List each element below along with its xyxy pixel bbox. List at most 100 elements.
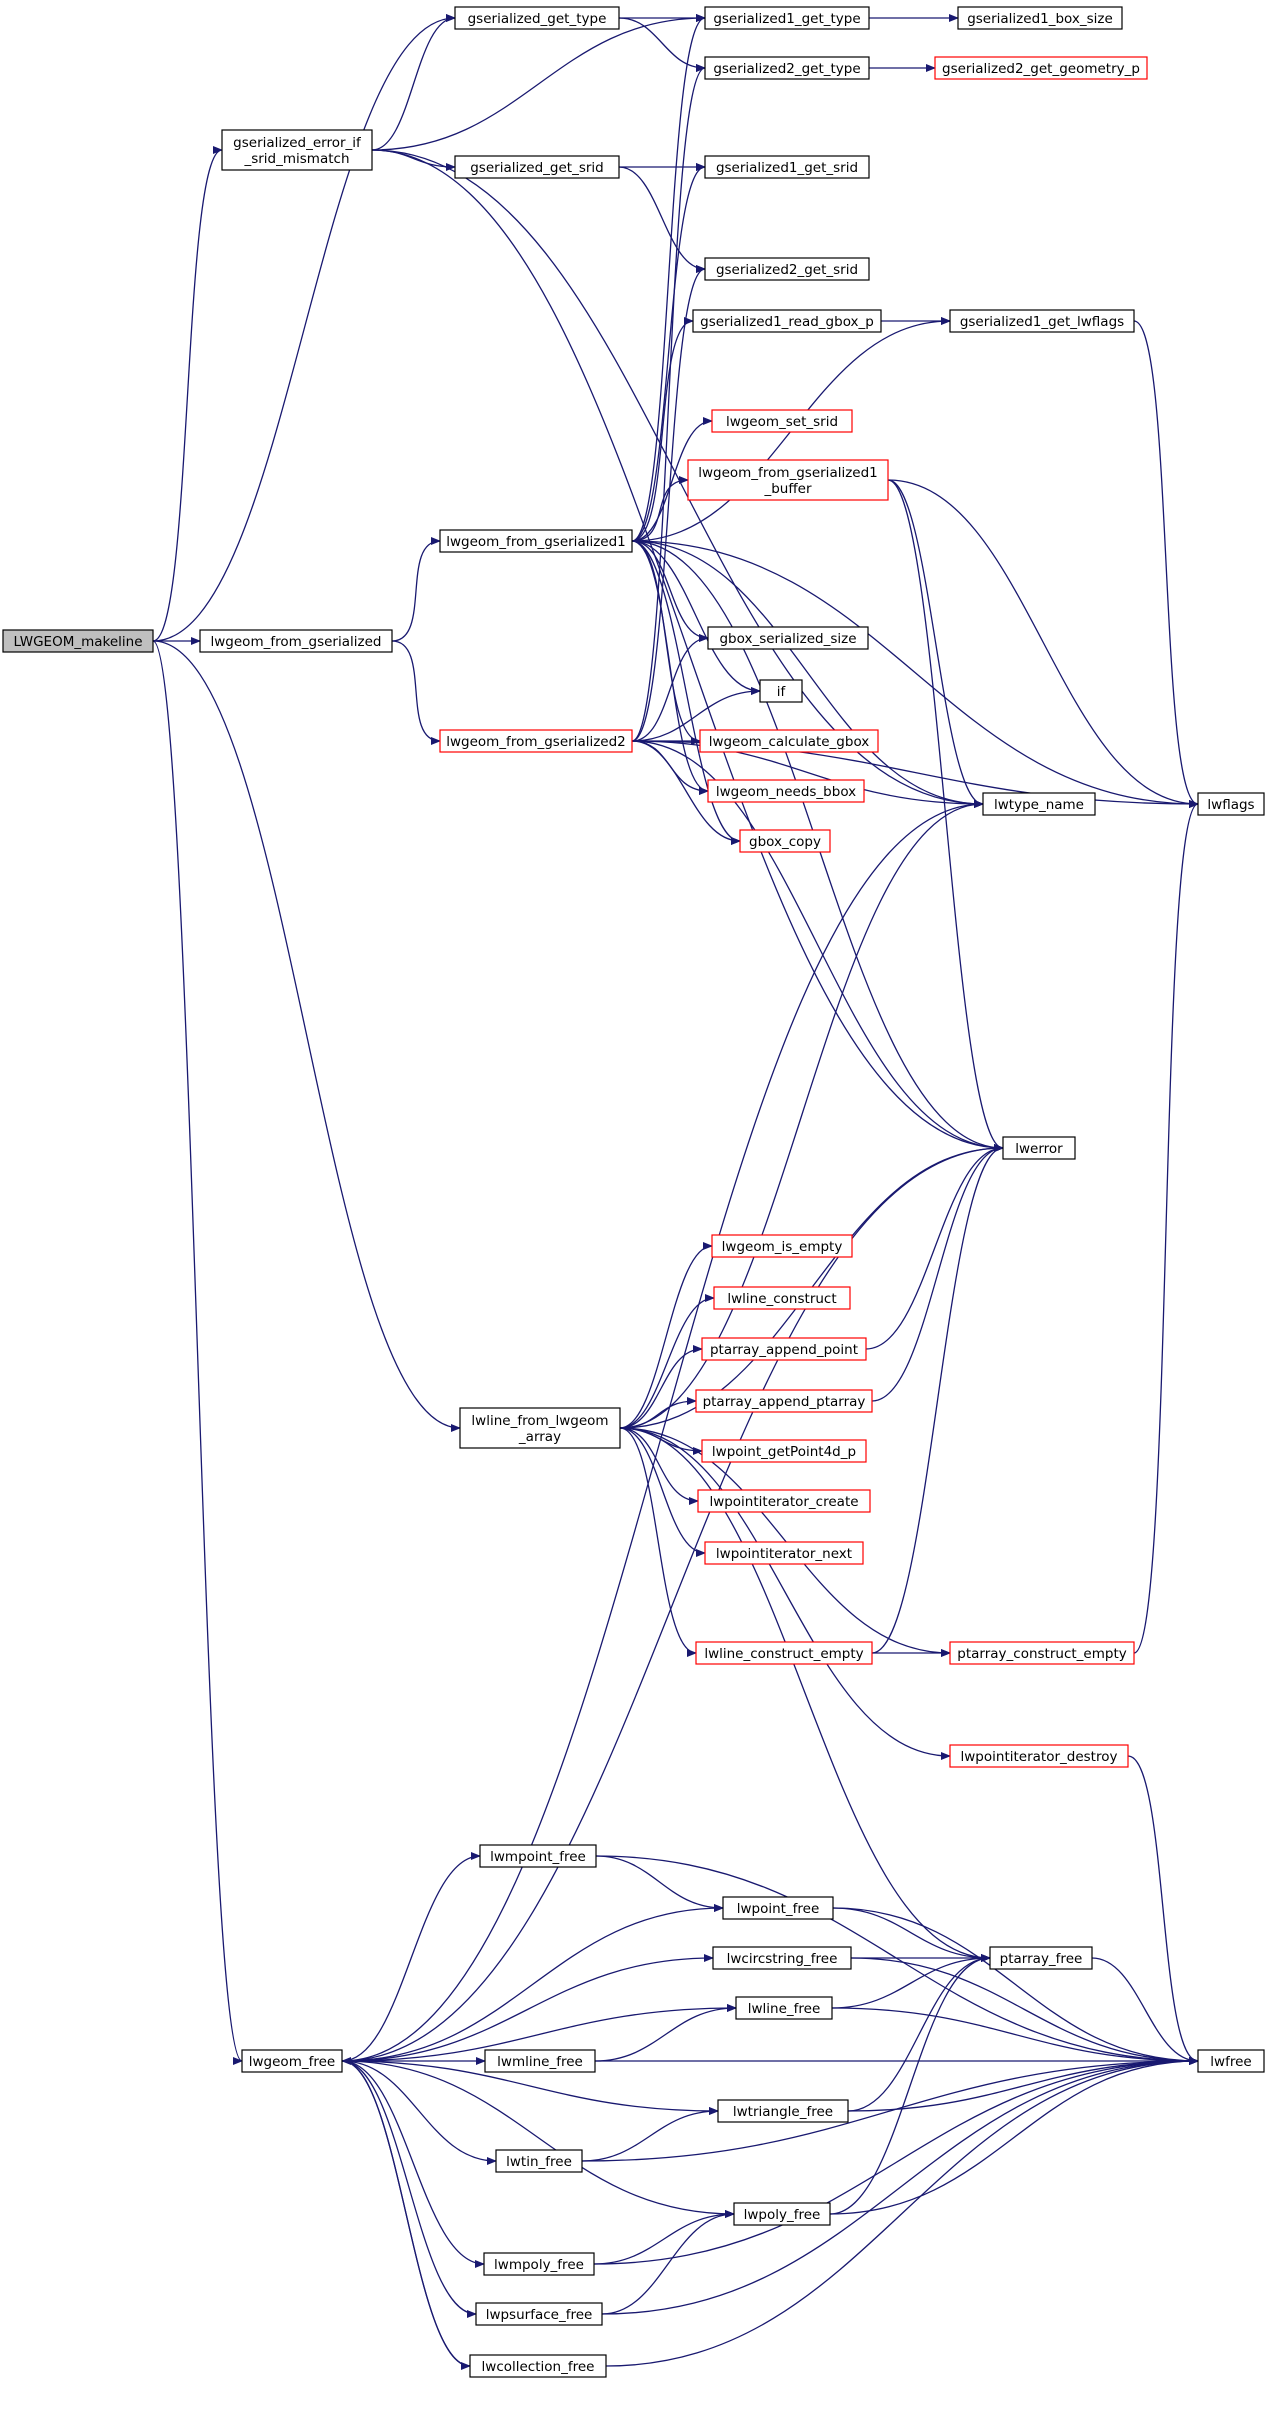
- node-lwpsurface-free[interactable]: lwpsurface_free: [475, 2302, 603, 2326]
- node-gserialized2-get-type[interactable]: gserialized2_get_type: [704, 56, 870, 80]
- node-label: lwpoint_getPoint4d_p: [712, 1444, 856, 1460]
- node-label: lwline_free: [748, 2001, 821, 2017]
- node-lwpoint-getpoint4d-p[interactable]: lwpoint_getPoint4d_p: [701, 1439, 867, 1463]
- node-lwtriangle-free[interactable]: lwtriangle_free: [717, 2099, 849, 2123]
- node-lwmpoint-free[interactable]: lwmpoint_free: [479, 1844, 597, 1868]
- edge-lwgeom-from-gserialized1-to-lwgeom-from-gserialized1-buffer: [631, 476, 689, 542]
- node-lwerror[interactable]: lwerror: [1002, 1136, 1076, 1160]
- node-lwmpoly-free[interactable]: lwmpoly_free: [483, 2252, 595, 2276]
- node-lwline-construct-empty[interactable]: lwline_construct_empty: [695, 1641, 873, 1665]
- node-label: lwgeom_needs_bbox: [716, 784, 856, 800]
- edge-lwgeom-from-gserialized1-buffer-to-lwerror: [887, 479, 1004, 1152]
- node-gserialized-error-if-srid-mismatch[interactable]: gserialized_error_if_srid_mismatch: [221, 129, 373, 171]
- node-gserialized-get-srid[interactable]: gserialized_get_srid: [454, 155, 620, 179]
- node-label: lwline_construct_empty: [704, 1646, 863, 1662]
- node-lwgeom-is-empty[interactable]: lwgeom_is_empty: [711, 1234, 853, 1258]
- node-lwcollection-free[interactable]: lwcollection_free: [469, 2354, 607, 2378]
- edge-lwline-from-lwgeom-array-to-ptarray-append-ptarray: [619, 1397, 697, 1429]
- node-label: lwgeom_set_srid: [726, 414, 838, 430]
- node-gbox-copy[interactable]: gbox_copy: [739, 829, 831, 853]
- edge-lwgeom-from-gserialized1-to-gbox-copy: [631, 540, 741, 845]
- node-gserialized-get-type[interactable]: gserialized_get_type: [454, 6, 620, 30]
- edge-lwcircstring-free-to-lwfree: [850, 1957, 1199, 2065]
- edge-ptarray-free-to-lwfree: [1091, 1957, 1199, 2065]
- node-lwgeom-from-gserialized1[interactable]: lwgeom_from_gserialized1: [439, 529, 633, 553]
- edge-ptarray-construct-empty-to-lwflags: [1133, 800, 1199, 1654]
- edge-lwline-from-lwgeom-array-to-lwpointiterator-create: [619, 1427, 699, 1505]
- node-ptarray-free[interactable]: ptarray_free: [989, 1946, 1093, 1970]
- node-gserialized1-get-lwflags[interactable]: gserialized1_get_lwflags: [949, 309, 1135, 333]
- node-gserialized2-get-srid[interactable]: gserialized2_get_srid: [704, 257, 870, 281]
- node-lwpointiterator-create[interactable]: lwpointiterator_create: [697, 1489, 871, 1513]
- edge-gserialized-error-if-srid-mismatch-to-lwtype-name: [371, 149, 984, 808]
- node-box: [199, 629, 393, 653]
- node-lwtype-name[interactable]: lwtype_name: [982, 792, 1096, 816]
- node-box: [695, 1641, 873, 1665]
- edges-layer: [152, 14, 1199, 2370]
- edge-lwgeom-free-to-lwpoint-free: [341, 1904, 724, 2062]
- node-ptarray-append-point[interactable]: ptarray_append_point: [701, 1337, 867, 1361]
- node-box: [711, 409, 853, 433]
- node-lwgeom-from-gserialized1-buffer[interactable]: lwgeom_from_gserialized1_buffer: [687, 459, 889, 501]
- node-label: ptarray_append_ptarray: [703, 1394, 866, 1410]
- node-lwmline-free[interactable]: lwmline_free: [484, 2049, 596, 2073]
- edge-lwgeom-from-gserialized1-to-if: [631, 540, 761, 695]
- node-gserialized1-get-type[interactable]: gserialized1_get_type: [704, 6, 870, 30]
- node-label: lwgeom_from_gserialized1: [446, 534, 626, 550]
- node-gbox-serialized-size[interactable]: gbox_serialized_size: [707, 626, 869, 650]
- edge-lwtin-free-to-lwfree: [581, 2057, 1199, 2162]
- node-lwflags[interactable]: lwflags: [1197, 792, 1265, 816]
- node-gserialized1-get-srid[interactable]: gserialized1_get_srid: [704, 155, 870, 179]
- node-ptarray-construct-empty[interactable]: ptarray_construct_empty: [949, 1641, 1135, 1665]
- node-lwpoly-free[interactable]: lwpoly_free: [733, 2202, 831, 2226]
- node-gserialized1-box-size[interactable]: gserialized1_box_size: [957, 6, 1123, 30]
- edge-gserialized-get-srid-to-gserialized2-get-srid: [618, 166, 706, 273]
- edge-lwgeom-makeline-to-lwgeom-free: [152, 640, 243, 2065]
- node-box: [712, 1946, 852, 1970]
- edge-lwgeom-from-gserialized1-to-gserialized1-get-srid: [631, 163, 706, 542]
- edge-ptarray-append-ptarray-to-lwerror: [871, 1144, 1004, 1402]
- node-box: [982, 792, 1096, 816]
- node-label: if: [777, 684, 787, 700]
- edge-lwgeom-from-gserialized-to-lwgeom-from-gserialized2: [391, 640, 441, 745]
- node-label: lwgeom_is_empty: [722, 1239, 843, 1255]
- node-lwfree[interactable]: lwfree: [1197, 2049, 1265, 2073]
- node-lwgeom-makeline[interactable]: LWGEOM_makeline: [2, 629, 154, 653]
- node-gserialized2-get-geometry-p[interactable]: gserialized2_get_geometry_p: [934, 56, 1148, 80]
- edge-lwgeom-makeline-to-gserialized-error-if-srid-mismatch: [152, 146, 223, 642]
- node-box: [704, 1541, 864, 1565]
- node-box: [697, 1489, 871, 1513]
- edge-lwgeom-from-gserialized2-to-lwtype-name: [631, 740, 984, 808]
- node-lwgeom-free[interactable]: lwgeom_free: [241, 2049, 343, 2073]
- node-lwgeom-needs-bbox[interactable]: lwgeom_needs_bbox: [707, 779, 865, 803]
- node-box: [483, 2252, 595, 2276]
- node-lwline-construct[interactable]: lwline_construct: [713, 1286, 851, 1310]
- node-if[interactable]: if: [759, 679, 803, 703]
- node-label: gserialized1_read_gbox_p: [700, 314, 874, 330]
- node-lwline-free[interactable]: lwline_free: [735, 1996, 833, 2020]
- node-lwgeom-from-gserialized2[interactable]: lwgeom_from_gserialized2: [439, 729, 633, 753]
- edge-lwmpoint-free-to-lwpoint-free: [595, 1855, 724, 1912]
- node-lwpointiterator-destroy[interactable]: lwpointiterator_destroy: [949, 1744, 1129, 1768]
- node-box: [699, 729, 879, 753]
- node-lwline-from-lwgeom-array[interactable]: lwline_from_lwgeom_array: [459, 1407, 621, 1449]
- edge-lwtin-free-to-lwtriangle-free: [581, 2107, 719, 2162]
- node-lwcircstring-free[interactable]: lwcircstring_free: [712, 1946, 852, 1970]
- node-gserialized1-read-gbox-p[interactable]: gserialized1_read_gbox_p: [692, 309, 882, 333]
- node-lwgeom-from-gserialized[interactable]: lwgeom_from_gserialized: [199, 629, 393, 653]
- edge-lwgeom-from-gserialized2-to-if: [631, 687, 761, 742]
- node-lwgeom-calculate-gbox[interactable]: lwgeom_calculate_gbox: [699, 729, 879, 753]
- node-lwpoint-free[interactable]: lwpoint_free: [722, 1896, 834, 1920]
- node-lwpointiterator-next[interactable]: lwpointiterator_next: [704, 1541, 864, 1565]
- node-box: [739, 829, 831, 853]
- node-box: [475, 2302, 603, 2326]
- node-lwgeom-set-srid[interactable]: lwgeom_set_srid: [711, 409, 853, 433]
- edge-lwline-from-lwgeom-array-to-ptarray-construct-empty: [619, 1427, 951, 1657]
- node-label: LWGEOM_makeline: [13, 634, 142, 650]
- node-ptarray-append-ptarray[interactable]: ptarray_append_ptarray: [695, 1389, 873, 1413]
- edge-lwmpoly-free-to-lwfree: [593, 2057, 1199, 2265]
- node-box: [949, 1641, 1135, 1665]
- node-box: [469, 2354, 607, 2378]
- edge-gserialized-error-if-srid-mismatch-to-gserialized1-get-type: [371, 14, 706, 151]
- node-lwtin-free[interactable]: lwtin_free: [495, 2149, 583, 2173]
